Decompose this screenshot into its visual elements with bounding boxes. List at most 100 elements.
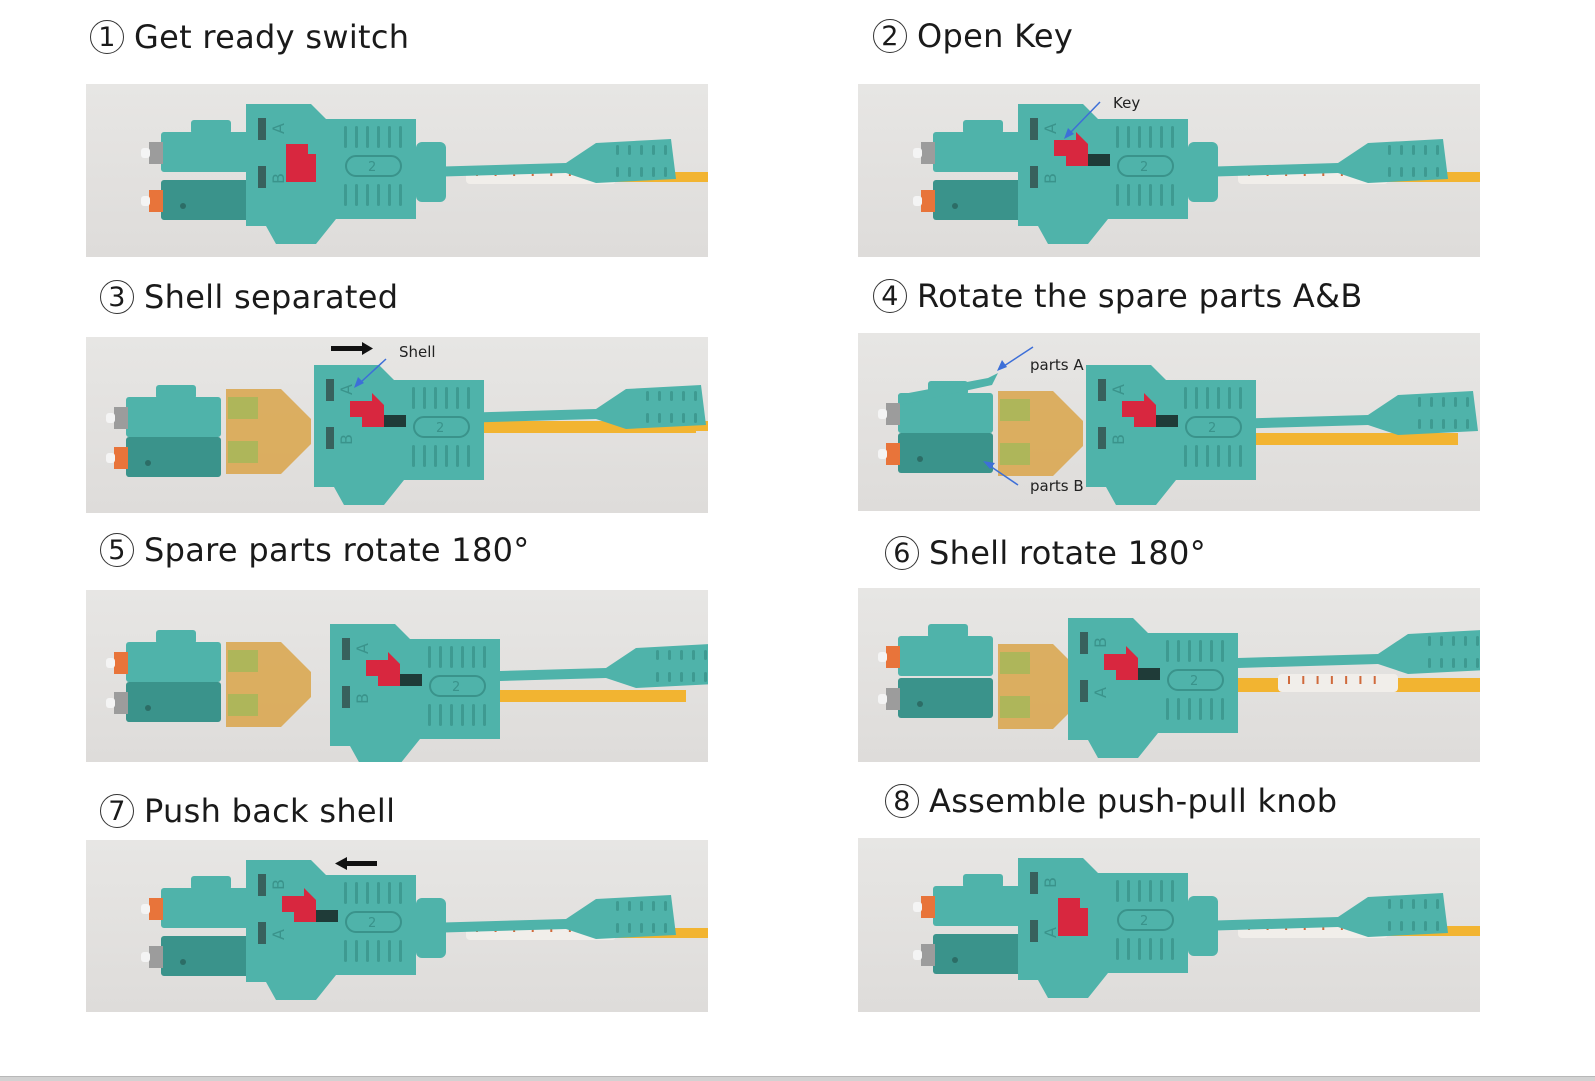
slot-b <box>326 427 334 449</box>
grip-rib <box>1476 658 1479 668</box>
grip-rib <box>1217 387 1220 409</box>
grip-rib <box>388 940 391 962</box>
grip-rib <box>664 145 667 155</box>
screw-hole <box>180 959 186 965</box>
grip-rib <box>399 126 402 148</box>
ferrule-collar <box>114 447 128 469</box>
marking-a: A <box>337 384 356 395</box>
grip-rib <box>1454 397 1457 407</box>
lc-connector-top <box>933 886 1028 926</box>
grip-rib <box>1428 658 1431 668</box>
grip-rib <box>1466 419 1469 429</box>
grip-rib <box>652 167 655 177</box>
marking-ring <box>429 675 486 697</box>
grip-rib <box>628 167 631 177</box>
grip-rib <box>1138 184 1141 206</box>
grip-rib <box>377 940 380 962</box>
slot-a <box>258 118 266 140</box>
grip-rib <box>1221 698 1224 720</box>
grip-rib <box>1195 445 1198 467</box>
lc-connector-top <box>126 397 221 437</box>
latch-top <box>963 874 1003 888</box>
step-title-text: Shell separated <box>144 278 399 316</box>
marking-number: 2 <box>368 916 376 931</box>
lc-connector-bottom <box>126 437 221 477</box>
key-lever <box>282 888 316 922</box>
slot-b <box>1080 680 1088 702</box>
grip-rib <box>1464 636 1467 646</box>
grip-rib <box>704 650 707 660</box>
grip-rib <box>628 901 631 911</box>
grip-rib <box>652 901 655 911</box>
grip-rib <box>1239 445 1242 467</box>
step-title-text: Push back shell <box>144 792 396 830</box>
grip-rib <box>1138 938 1141 960</box>
slot-a <box>342 638 350 660</box>
grip-rib <box>646 391 649 401</box>
grip-rib <box>1412 899 1415 909</box>
grip-rib <box>1171 938 1174 960</box>
push-pull-tab <box>1198 139 1448 183</box>
grip-rib <box>1127 880 1130 902</box>
grip-rib <box>1442 397 1445 407</box>
grip-rib <box>472 646 475 668</box>
grip-rib <box>1436 921 1439 931</box>
shell-body <box>330 624 500 762</box>
grip-rib <box>423 387 426 409</box>
spacer-block <box>1000 443 1030 465</box>
spacer-block <box>1000 696 1030 718</box>
marking-a: B <box>269 879 288 890</box>
marking-number: 2 <box>1208 421 1216 436</box>
grip-rib <box>616 145 619 155</box>
lc-connector-top <box>161 132 256 172</box>
grip-rib <box>1171 880 1174 902</box>
grip-rib <box>1210 640 1213 662</box>
grip-rib <box>1160 184 1163 206</box>
ferrule-tip <box>106 658 115 668</box>
grip-rib <box>456 445 459 467</box>
marking-a: A <box>1109 384 1128 395</box>
grip-rib <box>450 704 453 726</box>
arrow-right-icon <box>331 342 387 388</box>
slot-a <box>1080 632 1088 654</box>
lc-connector-top <box>898 393 993 433</box>
ferrule-collar <box>886 403 900 425</box>
key-lever <box>286 144 316 182</box>
spacer-block <box>1000 399 1030 421</box>
lc-connector-top <box>898 636 993 676</box>
marking-ring <box>345 911 402 933</box>
marking-a: B <box>1091 637 1110 648</box>
grip-rib <box>1440 658 1443 668</box>
grip-rib <box>616 923 619 933</box>
key-opening <box>316 910 338 922</box>
grip-rib <box>1188 640 1191 662</box>
grip-rib <box>628 145 631 155</box>
marking-ring <box>1185 416 1242 438</box>
marking-a: B <box>1041 877 1060 888</box>
grip-rib <box>682 391 685 401</box>
grip-rib <box>412 387 415 409</box>
grip-rib <box>355 126 358 148</box>
key-opening <box>384 415 406 427</box>
grip-rib <box>1464 658 1467 668</box>
shell-body <box>1018 858 1188 998</box>
step-number-badge: 1 <box>90 20 124 54</box>
boot-notch <box>1359 676 1362 684</box>
grip-rib <box>1210 698 1213 720</box>
grip-rib <box>1206 445 1209 467</box>
key-callout-label: Key <box>1113 94 1141 112</box>
screw-hole <box>145 705 151 711</box>
grip-rib <box>467 445 470 467</box>
screw-hole <box>952 203 958 209</box>
grip-rib <box>664 923 667 933</box>
marking-b: B <box>1041 173 1060 184</box>
key-lever <box>1058 898 1088 936</box>
boot-notch <box>1316 676 1319 684</box>
latch-top <box>191 876 231 890</box>
grip-rib <box>388 126 391 148</box>
grip-rib <box>1177 698 1180 720</box>
